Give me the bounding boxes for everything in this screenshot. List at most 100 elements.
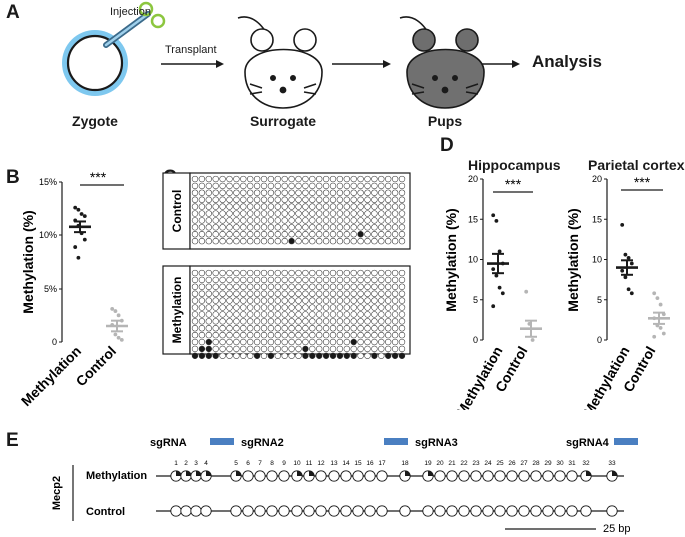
- c-control-cpg: [191, 182, 199, 190]
- c-control-cpg: [240, 182, 247, 190]
- c-methyl-cpg: [260, 304, 268, 311]
- c-control-cpg: [391, 210, 399, 217]
- c-control-cpg: [267, 182, 275, 190]
- c-control-cpg: [240, 210, 247, 217]
- c-methyl-cpg: [336, 269, 344, 277]
- d2-point-0-6: [626, 287, 631, 292]
- sgrna4-bar: [614, 438, 638, 445]
- c-methyl-cpg: [322, 269, 330, 277]
- c-methyl-cpg: [226, 290, 233, 297]
- e-cpg-number: 2: [184, 460, 188, 467]
- c-control-cpg: [281, 237, 288, 245]
- c-methyl-cpg: [322, 297, 330, 304]
- c-methyl-cpg: [336, 338, 344, 346]
- c-methyl-cpg: [385, 290, 392, 297]
- c-control-cpg: [336, 203, 344, 210]
- c-control-cpg: [357, 182, 364, 190]
- c-methyl-cpg: [364, 318, 371, 325]
- c-methyl-cpg: [253, 338, 261, 346]
- c-control-cpg: [295, 237, 302, 245]
- c-control-cpg: [274, 196, 281, 203]
- e-cpg-number: 7: [258, 460, 262, 467]
- c-control-cpg: [260, 182, 268, 190]
- c-methyl-cpg: [247, 276, 254, 284]
- b-point-0-3: [82, 214, 87, 219]
- c-control-cpg: [281, 175, 288, 183]
- e-ctrl-cpg: [266, 505, 278, 517]
- c-control-cpg: [364, 203, 371, 210]
- e-cpg-number: 5: [234, 460, 238, 467]
- c-control-cpg: [260, 217, 268, 224]
- c-methyl-cpg: [343, 331, 350, 339]
- c-methyl-cpg: [316, 269, 323, 277]
- c-control-cpg: [322, 196, 330, 203]
- c-methyl-cpg: [350, 304, 357, 311]
- b-ytick-3: 15%: [39, 177, 57, 187]
- c-control-cpg: [343, 231, 350, 238]
- c-control-cpg: [226, 237, 233, 245]
- c-methyl-cpg: [191, 311, 199, 318]
- c-methyl-cpg: [350, 345, 357, 353]
- c-control-tab: [162, 172, 191, 250]
- e-ctrl-cpg: [434, 505, 446, 517]
- c-methyl-cpg: [260, 352, 268, 359]
- c-methyl-cpg: [316, 276, 323, 284]
- c-control-cpg: [357, 175, 364, 183]
- c-control-cpg: [336, 224, 344, 231]
- c-methyl-cpg: [343, 290, 350, 297]
- e-cpg-number: 26: [508, 460, 516, 467]
- c-methyl-cpg: [274, 283, 281, 290]
- e-ctrl-cpg: [190, 505, 202, 517]
- c-methyl-cpg: [240, 311, 247, 318]
- c-control-cpg: [267, 224, 275, 231]
- c-control-cpg: [302, 217, 309, 224]
- c-methyl-cpg: [226, 338, 233, 346]
- c-control-cpg: [391, 231, 399, 238]
- c-control-cpg: [398, 231, 406, 238]
- c-methyl-cpg: [274, 290, 281, 297]
- c-control-cpg: [198, 237, 206, 245]
- d2-point-1-2: [658, 302, 663, 307]
- c-methyl-cpg: [378, 318, 385, 325]
- c-control-cpg: [309, 217, 316, 224]
- e-cpg-number: 22: [460, 460, 468, 467]
- c-control-cpg: [274, 217, 281, 224]
- c-control-cpg: [260, 224, 268, 231]
- c-methyl-cpg: [336, 290, 344, 297]
- c-methyl-cpg: [398, 325, 406, 332]
- c-methyl-cpg: [336, 304, 344, 311]
- c-methyl-cpg: [198, 345, 206, 353]
- c-control-cpg: [309, 175, 316, 183]
- c-methyl-cpg: [329, 331, 337, 339]
- sgrna1-bar: [210, 438, 234, 445]
- c-control-cpg: [398, 210, 406, 217]
- c-control-cpg: [191, 231, 199, 238]
- c-methyl-cpg: [267, 311, 275, 318]
- c-methyl-cpg: [191, 283, 199, 290]
- c-methyl-cpg: [329, 311, 337, 318]
- e-ctrl-cpg: [518, 505, 530, 517]
- c-methyl-cpg: [295, 297, 302, 304]
- c-methyl-cpg: [336, 283, 344, 290]
- c-control-cpg: [309, 210, 316, 217]
- b-point-1-2: [116, 313, 121, 318]
- c-control-cpg: [267, 189, 275, 196]
- e-meth-cpg: [482, 470, 494, 482]
- c-control-cpg: [322, 231, 330, 238]
- c-control-cpg: [198, 224, 206, 231]
- c-methyl-cpg: [309, 269, 316, 277]
- c-control-cpg: [267, 210, 275, 217]
- injection-ring-icon-2: [150, 13, 166, 29]
- c-methyl-cpg: [288, 269, 295, 277]
- panel-e-label: E: [6, 430, 19, 451]
- c-control-cpg: [336, 175, 344, 183]
- zygote-label: Zygote: [72, 113, 118, 129]
- c-control-cpg: [274, 231, 281, 238]
- c-control-cpg: [212, 210, 219, 217]
- c-control-cpg: [226, 217, 233, 224]
- c-control-cpg: [329, 175, 337, 183]
- e-meth-cpg: [242, 470, 254, 482]
- c-control-cpg: [378, 196, 385, 203]
- c-methyl-cpg: [219, 283, 226, 290]
- c-methyl-cpg: [316, 311, 323, 318]
